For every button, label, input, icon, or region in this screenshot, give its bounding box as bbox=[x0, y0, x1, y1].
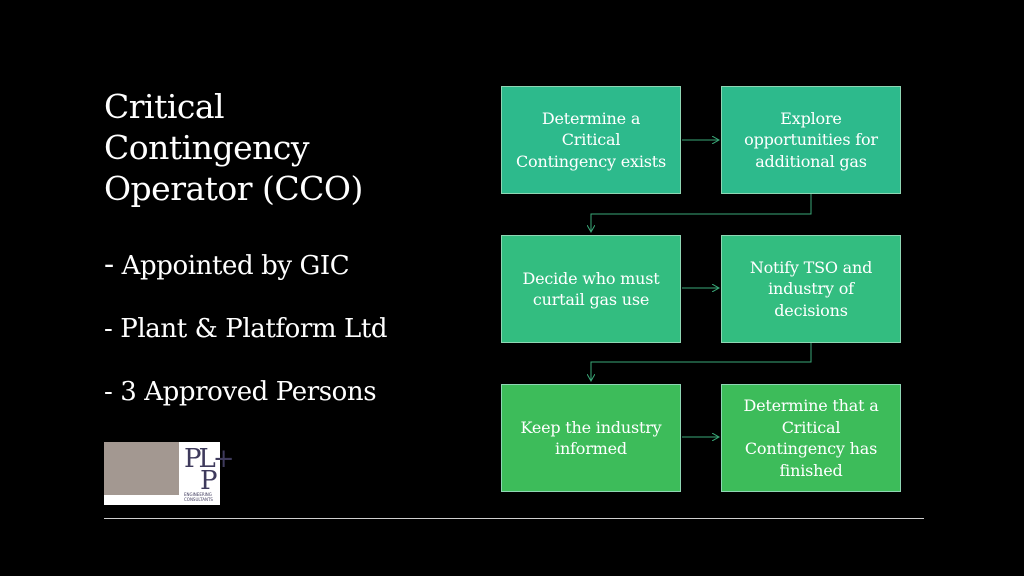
flow-step-notify-tso: Notify TSO and industry of decisions bbox=[721, 235, 901, 343]
logo-grey-panel bbox=[104, 442, 179, 505]
flow-step-text: Determine that a Critical Contingency ha… bbox=[743, 396, 879, 480]
flow-step-determine-exists: Determine a Critical Contingency exists bbox=[501, 86, 681, 194]
flow-step-text: Explore opportunities for additional gas bbox=[744, 108, 878, 171]
bullet-dash: - bbox=[104, 314, 113, 344]
bullet-text: Plant & Platform Ltd bbox=[112, 314, 388, 344]
slide-title: Critical Contingency Operator (CCO) bbox=[104, 86, 404, 209]
logo-subtitle: ENGINEERING CONSULTANTS bbox=[184, 492, 213, 502]
bullet-dash: - bbox=[104, 377, 113, 407]
flow-step-decide-curtail: Decide who must curtail gas use bbox=[501, 235, 681, 343]
flow-step-text: Keep the industry informed bbox=[520, 417, 662, 459]
flow-step-text: Decide who must curtail gas use bbox=[522, 268, 660, 310]
arrow-2-3 bbox=[591, 194, 812, 232]
bullet-company: - Plant & Platform Ltd bbox=[104, 314, 388, 344]
flow-step-explore-gas: Explore opportunities for additional gas bbox=[721, 86, 901, 194]
bottom-divider bbox=[104, 518, 924, 519]
logo-mark-p: P bbox=[200, 466, 218, 496]
flow-step-text: Notify TSO and industry of decisions bbox=[749, 257, 873, 320]
title-line: Operator (CCO) bbox=[104, 169, 363, 208]
title-line: Contingency bbox=[104, 128, 309, 167]
bullet-text: Appointed by GIC bbox=[113, 251, 350, 281]
bullet-persons: - 3 Approved Persons bbox=[104, 377, 377, 407]
title-line: Critical bbox=[104, 87, 225, 126]
logo-mark-panel bbox=[179, 442, 220, 505]
company-logo: PL+ P ENGINEERING CONSULTANTS bbox=[104, 442, 235, 505]
logo-mark: PL+ bbox=[184, 444, 235, 474]
bullet-dash: - bbox=[104, 247, 114, 282]
bullet-appointed: - Appointed by GIC bbox=[104, 247, 350, 282]
flow-step-determine-finished: Determine that a Critical Contingency ha… bbox=[721, 384, 901, 492]
flow-step-text: Determine a Critical Contingency exists bbox=[516, 108, 666, 171]
bullet-text: 3 Approved Persons bbox=[112, 377, 377, 407]
logo-base-strip bbox=[104, 495, 179, 505]
flow-step-keep-informed: Keep the industry informed bbox=[501, 384, 681, 492]
arrow-4-5 bbox=[591, 343, 812, 381]
